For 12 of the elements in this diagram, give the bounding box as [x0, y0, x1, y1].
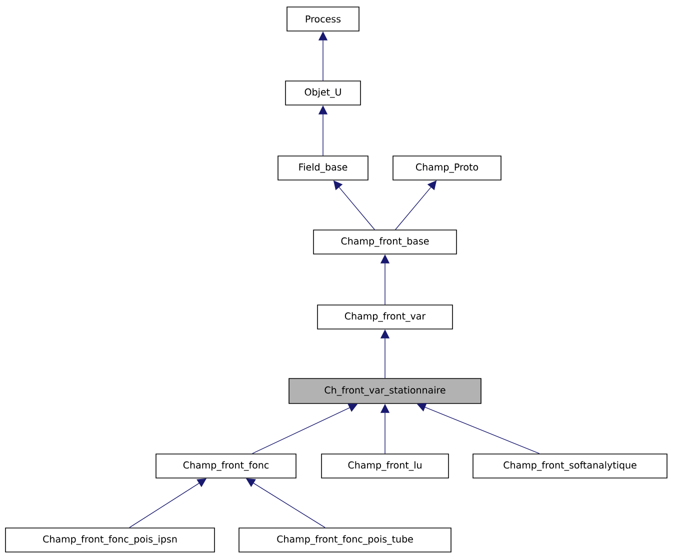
class-box: Champ_front_fonc_pois_tube: [238, 528, 452, 552]
class-box: Champ_front_lu: [321, 454, 449, 478]
class-box: Champ_Proto: [392, 156, 502, 180]
class-box: Objet_U: [285, 80, 361, 106]
class-box: Ch_front_var_stationnaire: [288, 378, 482, 404]
class-box: Champ_front_fonc: [156, 454, 296, 478]
class-box: Field_base: [278, 156, 368, 180]
class-box: Champ_front_var: [317, 304, 453, 330]
class-box: Champ_front_fonc_pois_ipsn: [5, 528, 215, 552]
class-box: Champ_front_softanalytique: [472, 454, 668, 478]
class-box: Champ_front_base: [313, 230, 457, 254]
class-box: Process: [286, 6, 360, 32]
